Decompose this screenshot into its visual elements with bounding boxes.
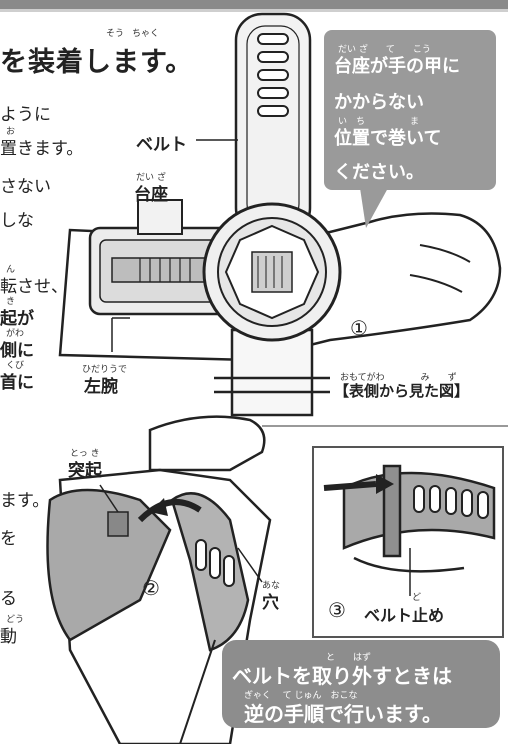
callout-line-2: かからない <box>334 92 424 113</box>
left-bottom-3: る <box>0 589 17 609</box>
callout-line-3: 位置で巻いて <box>334 128 442 149</box>
hand-and-belt-drawing <box>46 415 272 744</box>
step-3-marker: ③ <box>328 598 346 622</box>
removal-banner <box>222 640 500 728</box>
base-device <box>88 199 242 316</box>
dial-device <box>202 202 342 342</box>
callout-line-1: 台座が手の甲に <box>334 56 460 77</box>
left-bottom-1: ます。 <box>0 491 50 511</box>
step-2-marker: ② <box>142 576 160 600</box>
left-bottom-4-ruby: どう <box>6 615 25 625</box>
left-text-1: ように <box>0 105 51 125</box>
title-ruby-2: ちゃく <box>132 29 160 39</box>
view-label-ruby: おもてがわ み ず <box>340 373 457 383</box>
section-divider <box>262 425 508 427</box>
top-stripe-light <box>0 9 508 12</box>
callout-line-4: ください。 <box>334 162 424 183</box>
base-label: 台座 <box>134 185 168 205</box>
banner-ruby-1: と はず <box>326 653 372 663</box>
banner-line-1: ベルトを取り外すときは <box>232 664 452 688</box>
base-label-ruby: だい ざ <box>136 173 166 183</box>
belt-stopper-label: ベルト止め <box>364 606 445 625</box>
belt-label: ベルト <box>136 135 187 155</box>
step-1-marker: ① <box>350 316 368 340</box>
left-bottom-4: 動 <box>0 627 17 647</box>
left-text-8-ruby: くび <box>6 361 25 371</box>
title-ruby-1: そう <box>106 29 125 39</box>
hole-label: 穴 <box>262 593 279 613</box>
left-text-5: 転させ、 <box>0 277 68 297</box>
callout-ruby-1: だい ざ て こう <box>338 45 431 55</box>
left-text-5-ruby: ん <box>6 265 16 275</box>
top-stripe <box>0 0 508 9</box>
left-text-3: さない <box>0 177 51 197</box>
left-text-2-ruby: お <box>6 127 16 137</box>
protrusion-label: 突起 <box>68 461 102 481</box>
hole-ruby: あな <box>262 581 281 591</box>
left-arm-label: 左腕 <box>84 377 118 397</box>
left-text-6: 起が <box>0 309 34 329</box>
left-text-7: 側に <box>0 341 34 361</box>
banner-line-2: 逆の手順で行います。 <box>244 702 442 726</box>
belt-stopper-inset: ③ ど ベルト止め <box>312 446 504 638</box>
belt-lower <box>230 328 314 417</box>
page-title: を装着します。 <box>0 47 194 78</box>
left-text-2: 置きます。 <box>0 139 84 159</box>
view-label: 【表側から見た図】 <box>334 382 470 400</box>
callout-box <box>324 30 496 190</box>
callout-ruby-3: い ち ま <box>338 117 420 127</box>
belt-upper <box>234 12 312 236</box>
belt-stopper-drawing <box>323 464 496 596</box>
left-text-6-ruby: き <box>6 297 16 307</box>
left-arm-ruby: ひだりうで <box>82 365 128 375</box>
banner-ruby-2: ぎゃく て じゅん おこな <box>244 691 358 701</box>
belt-stopper-ruby: ど <box>412 593 422 603</box>
left-text-7-ruby: がわ <box>6 329 25 339</box>
protrusion-ruby: とっ き <box>70 449 100 459</box>
left-text-4: しな <box>0 211 34 231</box>
left-bottom-2: を <box>0 529 17 549</box>
left-text-8: 首に <box>0 373 34 393</box>
